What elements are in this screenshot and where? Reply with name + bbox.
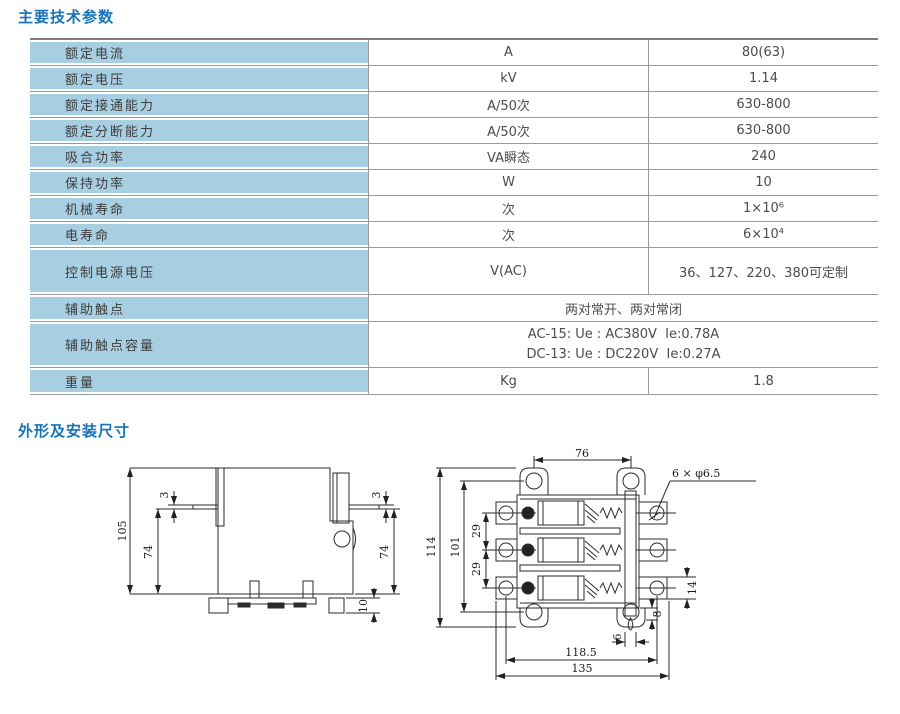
- table-row: 额定电压 kV 1.14: [30, 66, 878, 92]
- table-row: 保持功率 W 10: [30, 170, 878, 196]
- table-row: 辅助触点容量 AC-15: Ue : AC380V Ie:0.78A DC-13…: [30, 322, 878, 368]
- side-view-body: [192, 467, 380, 614]
- value-cell: 240: [648, 144, 878, 169]
- table-row: 额定分断能力 A/50次 630-800: [30, 118, 878, 144]
- table-row: 重量 Kg 1.8: [30, 368, 878, 395]
- dim-label-rail-height: 10: [357, 599, 370, 613]
- param-name-cell: 控制电源电压: [30, 248, 368, 294]
- aux-contact-rating-dc: DC-13: Ue : DC220V Ie:0.27A: [526, 346, 721, 362]
- dim-label-terminal-height-right: 74: [378, 545, 391, 559]
- dim-label-terminal-thickness-left: 3: [158, 492, 171, 499]
- dim-label-terminal-thickness-right: 3: [370, 492, 383, 499]
- value-cell: 36、127、220、380可定制: [648, 248, 878, 294]
- merged-value-cell: AC-15: Ue : AC380V Ie:0.78A DC-13: Ue : …: [368, 322, 878, 367]
- param-name-cell: 辅助触点: [30, 295, 368, 321]
- param-name-cell: 吸合功率: [30, 144, 368, 169]
- tech-params-table: 额定电流 A 80(63) 额定电压 kV 1.14 额定接通能力 A/50次 …: [30, 38, 878, 395]
- dim-label-bottom-gap: 8: [651, 611, 664, 618]
- side-view-dimension-lines: [127, 467, 400, 623]
- param-name-cell: 重量: [30, 368, 368, 394]
- dim-label-pole-pitch-upper: 29: [470, 524, 483, 538]
- dim-label-pole-pitch-lower: 29: [470, 562, 483, 576]
- value-cell: 10: [648, 170, 878, 195]
- front-view-dimension-lines: [436, 456, 756, 680]
- unit-cell: Kg: [368, 368, 648, 394]
- table-row: 辅助触点 两对常开、两对常闭: [30, 295, 878, 322]
- dim-label-overall-height: 114: [425, 537, 438, 558]
- front-view-pole-units: [521, 500, 623, 601]
- dim-label-bar-width: 6: [611, 634, 624, 641]
- table-row: 控制电源电压 V(AC) 36、127、220、380可定制: [30, 248, 878, 295]
- unit-cell: VA瞬态: [368, 144, 648, 169]
- unit-cell: 次: [368, 196, 648, 221]
- value-cell: 1.14: [648, 66, 878, 91]
- table-row: 电寿命 次 6×10⁴: [30, 222, 878, 248]
- value-cell: 1×10⁶: [648, 196, 878, 221]
- param-name-cell: 辅助触点容量: [30, 322, 368, 367]
- dim-label-overall-height: 105: [118, 521, 129, 542]
- merged-value-cell: 两对常开、两对常闭: [368, 295, 878, 321]
- param-name-cell: 电寿命: [30, 222, 368, 247]
- dimensions-title: 外形及安装尺寸: [18, 422, 131, 440]
- unit-cell: V(AC): [368, 248, 648, 294]
- param-name-cell: 额定电流: [30, 40, 368, 65]
- unit-cell: A/50次: [368, 92, 648, 117]
- side-view-dimension-labels: 105 74 3 3 74 10: [118, 492, 391, 614]
- front-view-drawing: 76 6 × φ6.5 114 101 29 29 14 8 6 118.5 1…: [425, 447, 756, 680]
- dim-label-hole-callout: 6 × φ6.5: [672, 467, 720, 480]
- tech-params-title: 主要技术参数: [18, 8, 115, 26]
- side-view-drawing: 105 74 3 3 74 10: [118, 467, 400, 623]
- dim-label-mounting-hole-spacing: 101: [449, 537, 462, 558]
- table-row: 额定电流 A 80(63): [30, 40, 878, 66]
- value-cell: 630-800: [648, 92, 878, 117]
- value-cell: 630-800: [648, 118, 878, 143]
- front-view-body: [516, 467, 646, 628]
- unit-cell: 次: [368, 222, 648, 247]
- param-name-cell: 机械寿命: [30, 196, 368, 221]
- front-view-dimension-labels: 76 6 × φ6.5 114 101 29 29 14 8 6 118.5 1…: [425, 447, 720, 675]
- dim-label-mounting-width: 118.5: [565, 646, 597, 659]
- dim-label-overall-width: 135: [572, 662, 593, 675]
- value-cell: 1.8: [648, 368, 878, 394]
- front-view-terminal-tabs: [482, 501, 676, 600]
- value-cell: 80(63): [648, 40, 878, 65]
- param-name-cell: 额定电压: [30, 66, 368, 91]
- table-row: 额定接通能力 A/50次 630-800: [30, 92, 878, 118]
- value-cell: 6×10⁴: [648, 222, 878, 247]
- table-row: 机械寿命 次 1×10⁶: [30, 196, 878, 222]
- dim-label-terminal-height-left: 74: [142, 545, 155, 559]
- dim-label-top-hole-spacing: 76: [575, 447, 589, 460]
- unit-cell: kV: [368, 66, 648, 91]
- table-row: 吸合功率 VA瞬态 240: [30, 144, 878, 170]
- aux-contact-rating-ac: AC-15: Ue : AC380V Ie:0.78A: [527, 326, 720, 342]
- param-name-cell: 额定分断能力: [30, 118, 368, 143]
- unit-cell: A/50次: [368, 118, 648, 143]
- param-name-cell: 额定接通能力: [30, 92, 368, 117]
- unit-cell: W: [368, 170, 648, 195]
- dim-label-tab-height: 14: [686, 581, 699, 595]
- unit-cell: A: [368, 40, 648, 65]
- param-name-cell: 保持功率: [30, 170, 368, 195]
